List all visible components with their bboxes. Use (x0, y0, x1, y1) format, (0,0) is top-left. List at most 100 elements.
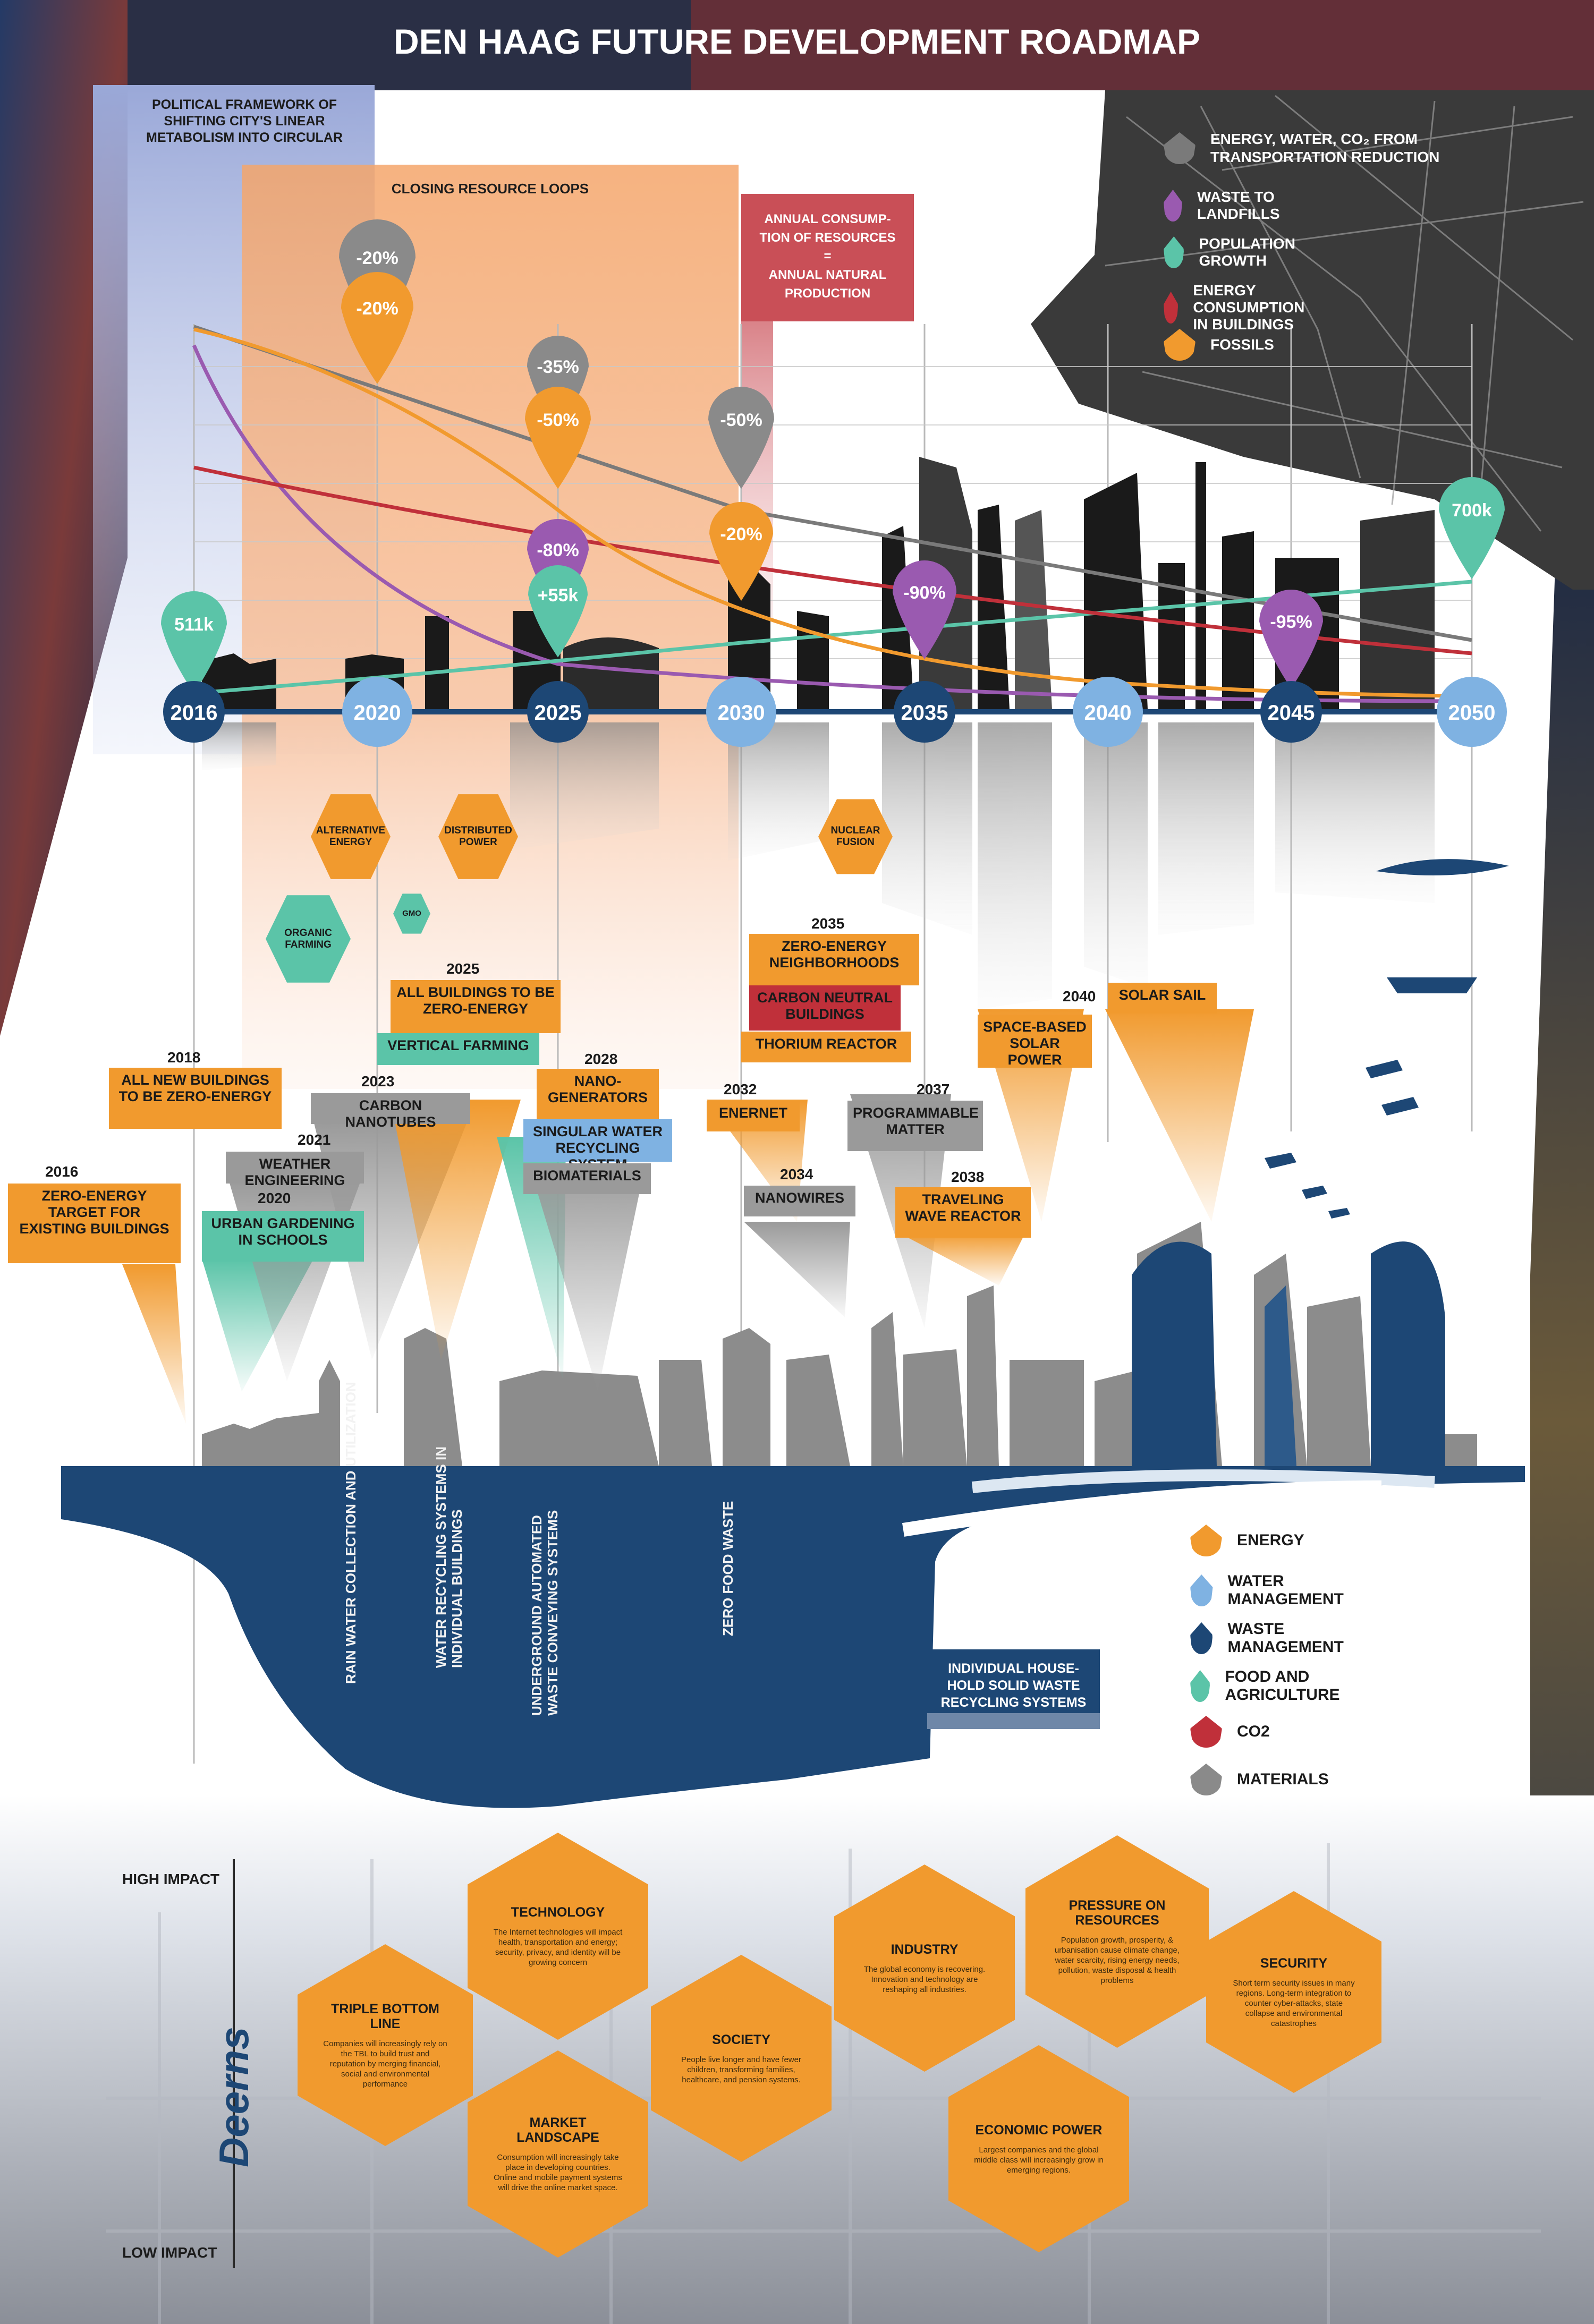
year-circle (894, 681, 955, 743)
pin-marker-icon (528, 565, 588, 658)
driver-description: Companies will increasingly rely on the … (323, 2039, 447, 2089)
year-marker-2016: 2016 (163, 681, 225, 743)
pin-marker-icon (525, 387, 591, 489)
driver-title: SECURITY (1260, 1955, 1328, 1971)
annual-line: TION OF RESOURCES (759, 231, 896, 245)
milestone-all-buildings-zero-energy: ALL BUILDINGS TO BE ZERO-ENERGY (391, 980, 561, 1033)
year-label: 2020 (354, 701, 401, 725)
map-legend-item: FOSSILS (1164, 329, 1274, 361)
pin-value: -20% (356, 299, 398, 319)
pin-value: 700k (1452, 500, 1492, 521)
year-marker-2020: 2020 (342, 677, 412, 747)
pin-marker-icon (1259, 590, 1323, 688)
pin-value: -50% (720, 410, 762, 430)
value-pin: -35% (527, 336, 589, 431)
milestone-year: 2025 (446, 960, 480, 977)
map-legend-label: WASTE TO LANDFILLS (1197, 189, 1280, 222)
map-legend-label: ENERGY, WATER, CO₂ FROM TRANSPORTATION R… (1210, 131, 1440, 165)
value-pin: 700k (1439, 477, 1505, 580)
value-pin: +55k (528, 565, 588, 658)
map-legend-item: ENERGY CONSUMPTION IN BUILDINGS (1164, 282, 1322, 333)
year-circle (706, 677, 776, 747)
political-framework-label: POLITICAL FRAMEWORK OF SHIFTING CITY'S L… (146, 97, 343, 145)
driver-description: Consumption will increasingly take place… (494, 2153, 622, 2192)
driver-hex-pressure-on-resources: PRESSURE ON RESOURCES Population growth,… (1025, 1835, 1209, 2048)
driver-title: INDUSTRY (891, 1942, 959, 1957)
map-legend-item: ENERGY, WATER, CO₂ FROM TRANSPORTATION R… (1164, 130, 1519, 166)
pin-value: -50% (537, 410, 579, 430)
brand-logo: Deerns (210, 2027, 257, 2167)
year-circle (1073, 677, 1143, 747)
driver-title: SOCIETY (712, 2032, 770, 2047)
water-label-water-recycling: WATER RECYCLING SYSTEMS IN INDIVIDUAL BU… (433, 1446, 465, 1668)
driver-title: PRESSURE ON RESOURCES (1069, 1897, 1166, 1928)
driver-title: ECONOMIC POWER (975, 2122, 1103, 2138)
pin-value: -95% (1270, 612, 1312, 632)
legend-marker-icon (1190, 1716, 1222, 1748)
pin-value: +55k (538, 585, 579, 606)
milestone-weather-engineering-label: WEATHER ENGINEERING (226, 1152, 364, 1188)
value-pin: -50% (525, 387, 591, 489)
milestone-year: 2037 (917, 1081, 950, 1097)
milestone-year: 2028 (584, 1051, 618, 1067)
trend-line-energy-buildings (193, 465, 1472, 656)
year-label: 2016 (171, 701, 218, 725)
category-legend-item: MATERIALS (1190, 1764, 1329, 1795)
milestone-year: 2018 (167, 1049, 201, 1066)
value-pin: -90% (893, 560, 956, 659)
annual-consumption-box: ANNUAL CONSUMP- TION OF RESOURCES = ANNU… (741, 210, 914, 303)
water-label-underground-waste: UNDERGROUND AUTOMATED WASTE CONVEYING SY… (529, 1510, 561, 1716)
milestone-year: 2020 (258, 1190, 291, 1206)
milestone-zero-energy-neighborhoods: ZERO-ENERGY NEIGHBORHOODS (749, 934, 919, 985)
map-legend-label: ENERGY CONSUMPTION IN BUILDINGS (1193, 282, 1305, 333)
milestone-year: 2038 (951, 1169, 985, 1185)
milestone-year: 2032 (724, 1081, 757, 1097)
milestone-year: 2035 (811, 915, 845, 932)
year-circle (163, 681, 225, 743)
annual-line: PRODUCTION (784, 286, 871, 301)
milestone-year: 2016 (45, 1163, 79, 1180)
driver-description: Largest companies and the global middle … (974, 2145, 1104, 2175)
pin-value: 511k (174, 615, 214, 635)
category-legend-item: WATER MANAGEMENT (1190, 1572, 1353, 1608)
milestone-zero-energy-target: ZERO-ENERGY TARGET FOR EXISTING BUILDING… (8, 1184, 181, 1263)
pin-value: -90% (903, 583, 945, 603)
water-label-rain-water: RAIN WATER COLLECTION AND UTILIZATION (343, 1382, 359, 1684)
year-marker-2035: 2035 (894, 681, 955, 743)
map-legend-label: FOSSILS (1210, 336, 1274, 353)
milestone-enernet: ENERNET (707, 1101, 800, 1131)
annual-line: = (824, 249, 832, 263)
year-circle (342, 677, 412, 747)
legend-marker-icon (1190, 1525, 1222, 1556)
category-legend-label: MATERIALS (1237, 1770, 1329, 1788)
map-legend-item: POPULATION GROWTH (1164, 235, 1307, 269)
water-label-zero-food-waste: ZERO FOOD WASTE (720, 1501, 736, 1636)
value-pin: -95% (1259, 590, 1323, 688)
milestone-carbon-nanotubes: CARBON NANOTUBES (311, 1093, 470, 1130)
category-legend-label: CO2 (1237, 1723, 1270, 1740)
milestone-singular-water-recycling: SINGULAR WATER RECYCLING SYSTEM (523, 1119, 672, 1172)
value-pin: 511k (161, 591, 227, 694)
year-marker-2050: 2050 (1437, 677, 1507, 747)
household-recycling-box: INDIVIDUAL HOUSE-HOLD SOLID WASTE RECYCL… (940, 1661, 1087, 1710)
map-legend-label: POPULATION GROWTH (1199, 235, 1295, 269)
milestone-all-new-buildings: ALL NEW BUILDINGS TO BE ZERO-ENERGY (109, 1068, 282, 1129)
year-marker-2030: 2030 (706, 677, 776, 747)
milestone-traveling-wave-reactor: TRAVELING WAVE REACTOR (895, 1187, 1031, 1238)
milestone-carbon-neutral-buildings: CARBON NEUTRAL BUILDINGS (749, 985, 901, 1031)
driver-description: Population growth, prosperity, & urbanis… (1054, 1935, 1180, 1985)
milestone-year: 2021 (298, 1131, 331, 1148)
driver-description: The global economy is recovering. Innova… (863, 1964, 986, 1994)
year-circle (1260, 681, 1322, 743)
milestone-space-based-solar-power: SPACE-BASED SOLAR POWER (978, 1015, 1092, 1068)
year-marker-2040: 2040 (1073, 677, 1143, 747)
hex-organic-farming: ORGANIC FARMING (266, 895, 351, 983)
driver-description: Short term security issues in many regio… (1233, 1978, 1355, 2028)
year-label: 2045 (1268, 701, 1315, 725)
year-label: 2035 (901, 701, 948, 725)
year-label: 2025 (535, 701, 582, 725)
category-legend-label: WASTE MANAGEMENT (1227, 1620, 1344, 1656)
page-title: DEN HAAG FUTURE DEVELOPMENT ROADMAP (393, 22, 1201, 61)
